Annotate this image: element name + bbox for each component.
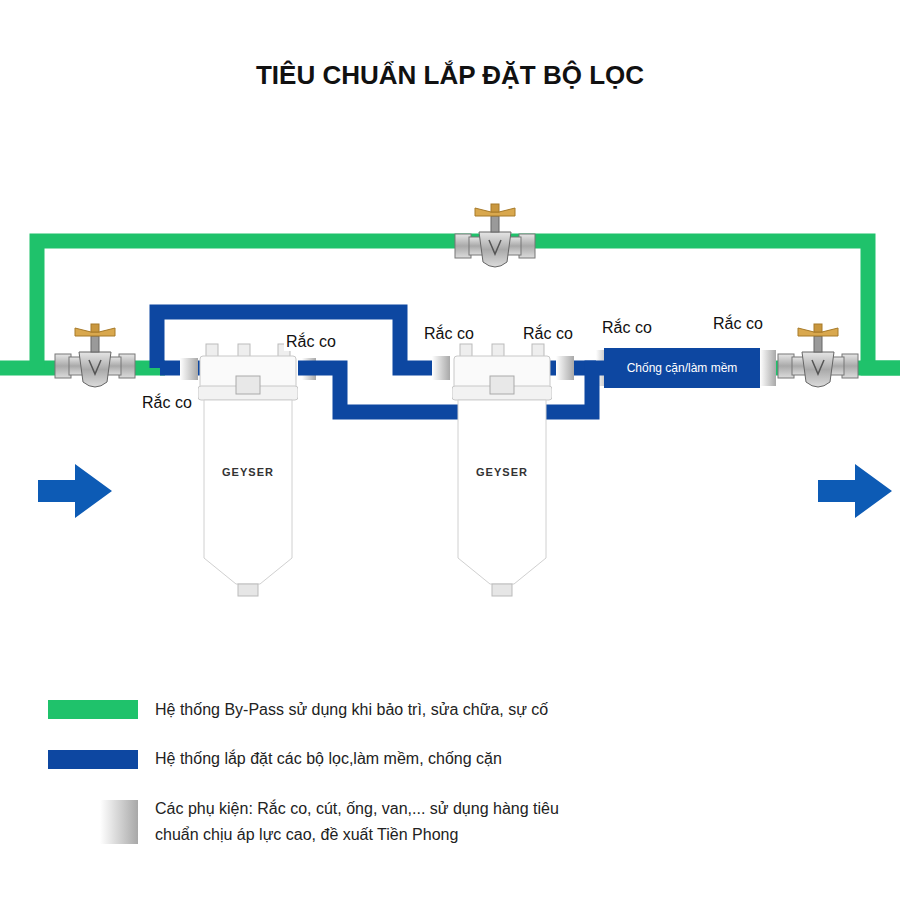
title: TIÊU CHUẨN LẮP ĐẶT BỘ LỌC [0, 60, 900, 91]
legend-text: Các phụ kiện: Rắc co, cút, ống, van,... … [155, 796, 585, 848]
fitting-label: Rắc co [140, 394, 194, 412]
legend-text: Hệ thống lắp đặt các bộ lọc,làm mềm, chố… [155, 746, 585, 772]
brand-label: GEYSER [452, 466, 552, 478]
union-fitting [180, 358, 198, 380]
fitting-label: Rắc co [521, 325, 575, 343]
legend-swatch [48, 750, 138, 769]
fitting-label: Rắc co [284, 333, 338, 351]
legend-swatch [100, 800, 138, 844]
flow-arrow [818, 464, 892, 518]
filter-unit: GEYSER [198, 342, 298, 598]
fitting-label: Rắc co [422, 325, 476, 343]
filter-unit: GEYSER [452, 342, 552, 598]
fitting-label: Rắc co [600, 319, 654, 337]
valve [55, 324, 135, 387]
flow-arrow [38, 464, 112, 518]
legend-swatch [48, 700, 138, 719]
softener-box: Chống cặn/làm mềm [604, 348, 760, 388]
valve [778, 324, 858, 387]
union-fitting [556, 356, 574, 380]
brand-label: GEYSER [198, 466, 298, 478]
pipe-connector [298, 368, 604, 412]
fitting-label: Rắc co [711, 315, 765, 333]
union-fitting [432, 356, 450, 380]
legend-text: Hệ thống By-Pass sử dụng khi bảo trì, sử… [155, 697, 585, 723]
union-fitting [760, 350, 776, 386]
softener-label: Chống cặn/làm mềm [627, 361, 738, 375]
valve [455, 204, 535, 267]
